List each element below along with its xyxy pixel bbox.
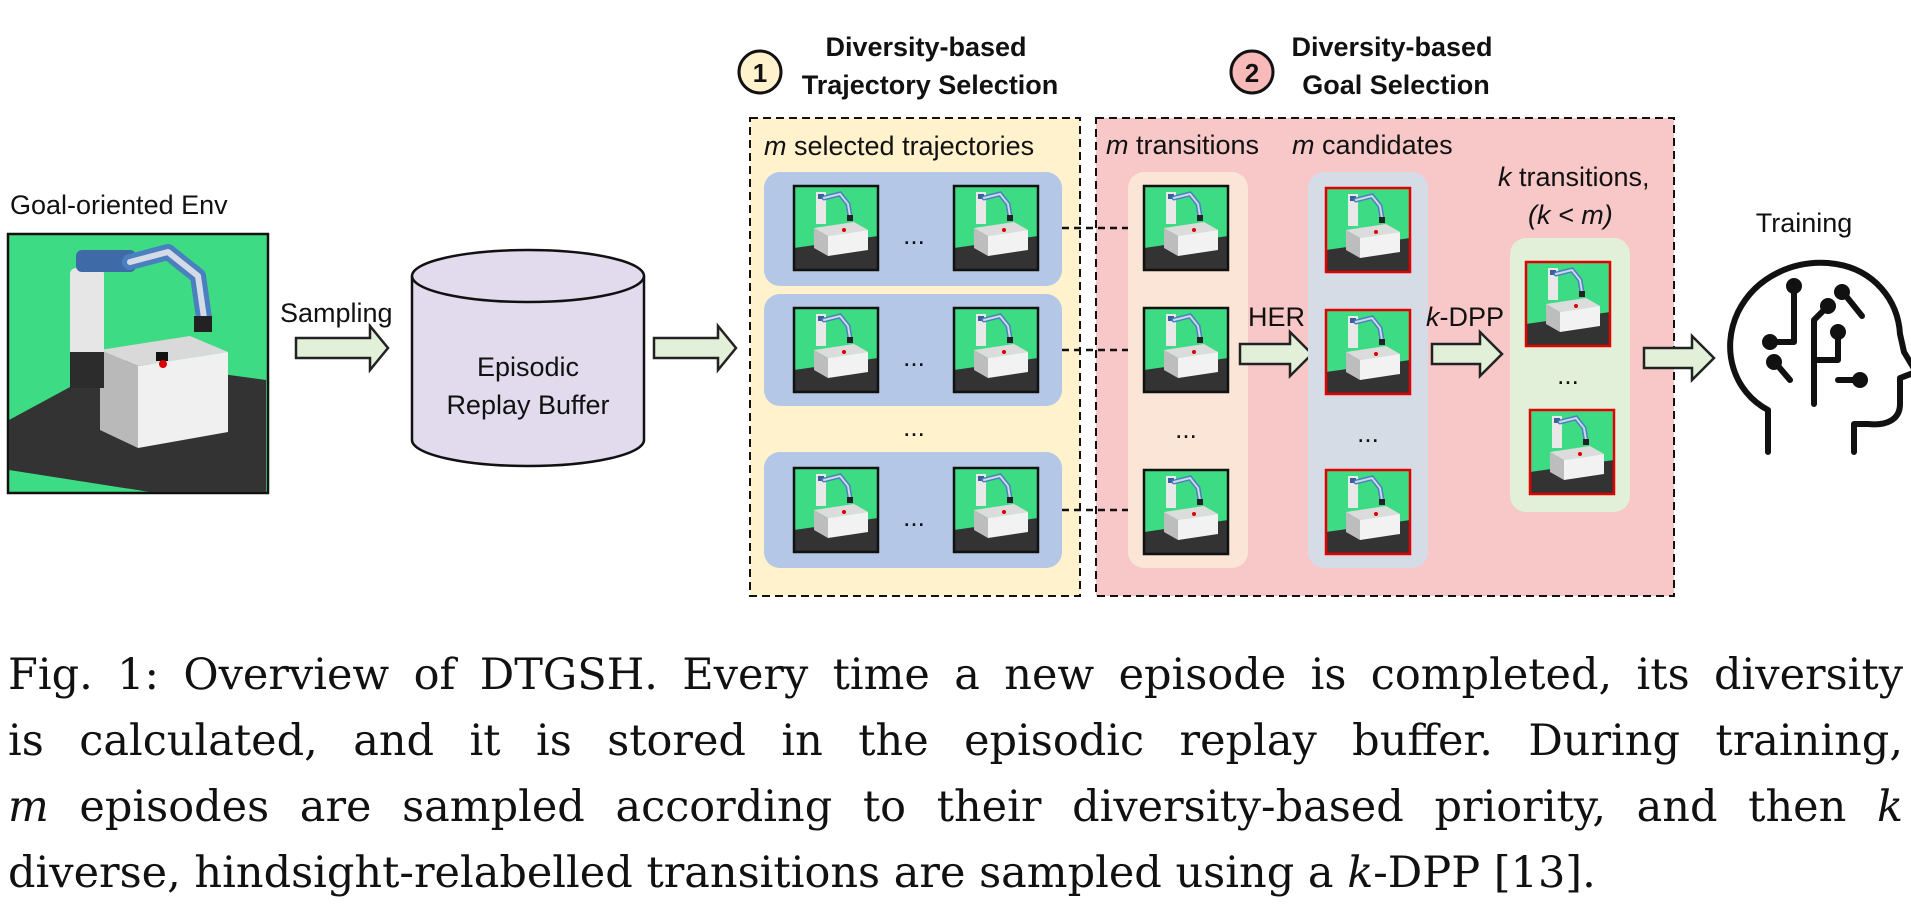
kdpp-arrow [1430, 328, 1504, 380]
caption-var-k: k [1876, 782, 1903, 832]
stage2-title-line2: Goal Selection [1302, 70, 1490, 100]
caption-text: -DPP [13]. [1373, 848, 1596, 898]
her-arrow [1238, 328, 1314, 380]
kdpp-label: k-DPP [1426, 302, 1504, 332]
k-transitions-label: k transitions, [1498, 162, 1650, 192]
ellipsis: ... [903, 412, 925, 442]
caption-line: Fig. 1: Overview of DTGSH. Every time a … [8, 650, 1903, 700]
stage2-title-line1: Diversity-based [1291, 32, 1492, 62]
caption-var-m: m [8, 782, 49, 832]
stage1-title-line1: Diversity-based [825, 32, 1026, 62]
her-label: HER [1248, 302, 1305, 332]
stage1-title-line2: Trajectory Selection [802, 70, 1059, 100]
caption-line: m episodes are sampled according to thei… [8, 774, 1903, 840]
buffer-label-line2: Replay Buffer [446, 390, 609, 420]
ellipsis: ... [903, 502, 925, 532]
caption-text: diverse, hindsight-relabelled transition… [8, 848, 1348, 898]
trajectory-row: ... [764, 452, 1062, 568]
training-label: Training [1756, 208, 1853, 238]
transitions-column: ... [1128, 172, 1248, 568]
buffer-to-selection-arrow [652, 322, 738, 374]
stage1-badge-number: 1 [753, 58, 767, 88]
caption-var-k: k [1347, 848, 1374, 898]
overview-diagram: Goal-oriented Env Sampling Episodic Repl… [6, 32, 1911, 597]
episodic-replay-buffer: Episodic Replay Buffer [410, 248, 646, 468]
ellipsis: ... [1557, 360, 1579, 390]
selected-k-column: ... [1510, 238, 1630, 512]
goal-oriented-env-image [6, 232, 270, 495]
stage1-box-label: m selected trajectories [764, 131, 1034, 161]
stage2-badge-number: 2 [1245, 58, 1259, 88]
sampling-arrow [294, 322, 390, 374]
candidates-column: ... [1308, 172, 1428, 568]
ellipsis: ... [1175, 414, 1197, 444]
k-condition-label: (k < m) [1528, 200, 1613, 230]
trajectory-row: ... [764, 294, 1062, 406]
stage1-title: 1 Diversity-based Trajectory Selection [737, 32, 1059, 100]
caption-line: diverse, hindsight-relabelled transition… [8, 840, 1903, 906]
env-label: Goal-oriented Env [10, 190, 228, 220]
ellipsis: ... [903, 342, 925, 372]
training-arrow [1642, 332, 1716, 384]
ellipsis: ... [903, 220, 925, 250]
brain-head-icon [1727, 259, 1911, 455]
sampling-label: Sampling [280, 298, 393, 328]
ellipsis: ... [1357, 418, 1379, 448]
candidates-label: m candidates [1292, 130, 1453, 160]
buffer-label-line1: Episodic [477, 352, 579, 382]
caption-text: episodes are sampled according to their … [48, 782, 1877, 832]
caption-line: is calculated, and it is stored in the e… [8, 716, 1903, 766]
stage2-title: 2 Diversity-based Goal Selection [1229, 32, 1493, 100]
trajectory-row: ... [764, 172, 1062, 286]
transitions-label: m transitions [1106, 130, 1259, 160]
figure-caption: Fig. 1: Overview of DTGSH. Every time a … [8, 642, 1903, 906]
